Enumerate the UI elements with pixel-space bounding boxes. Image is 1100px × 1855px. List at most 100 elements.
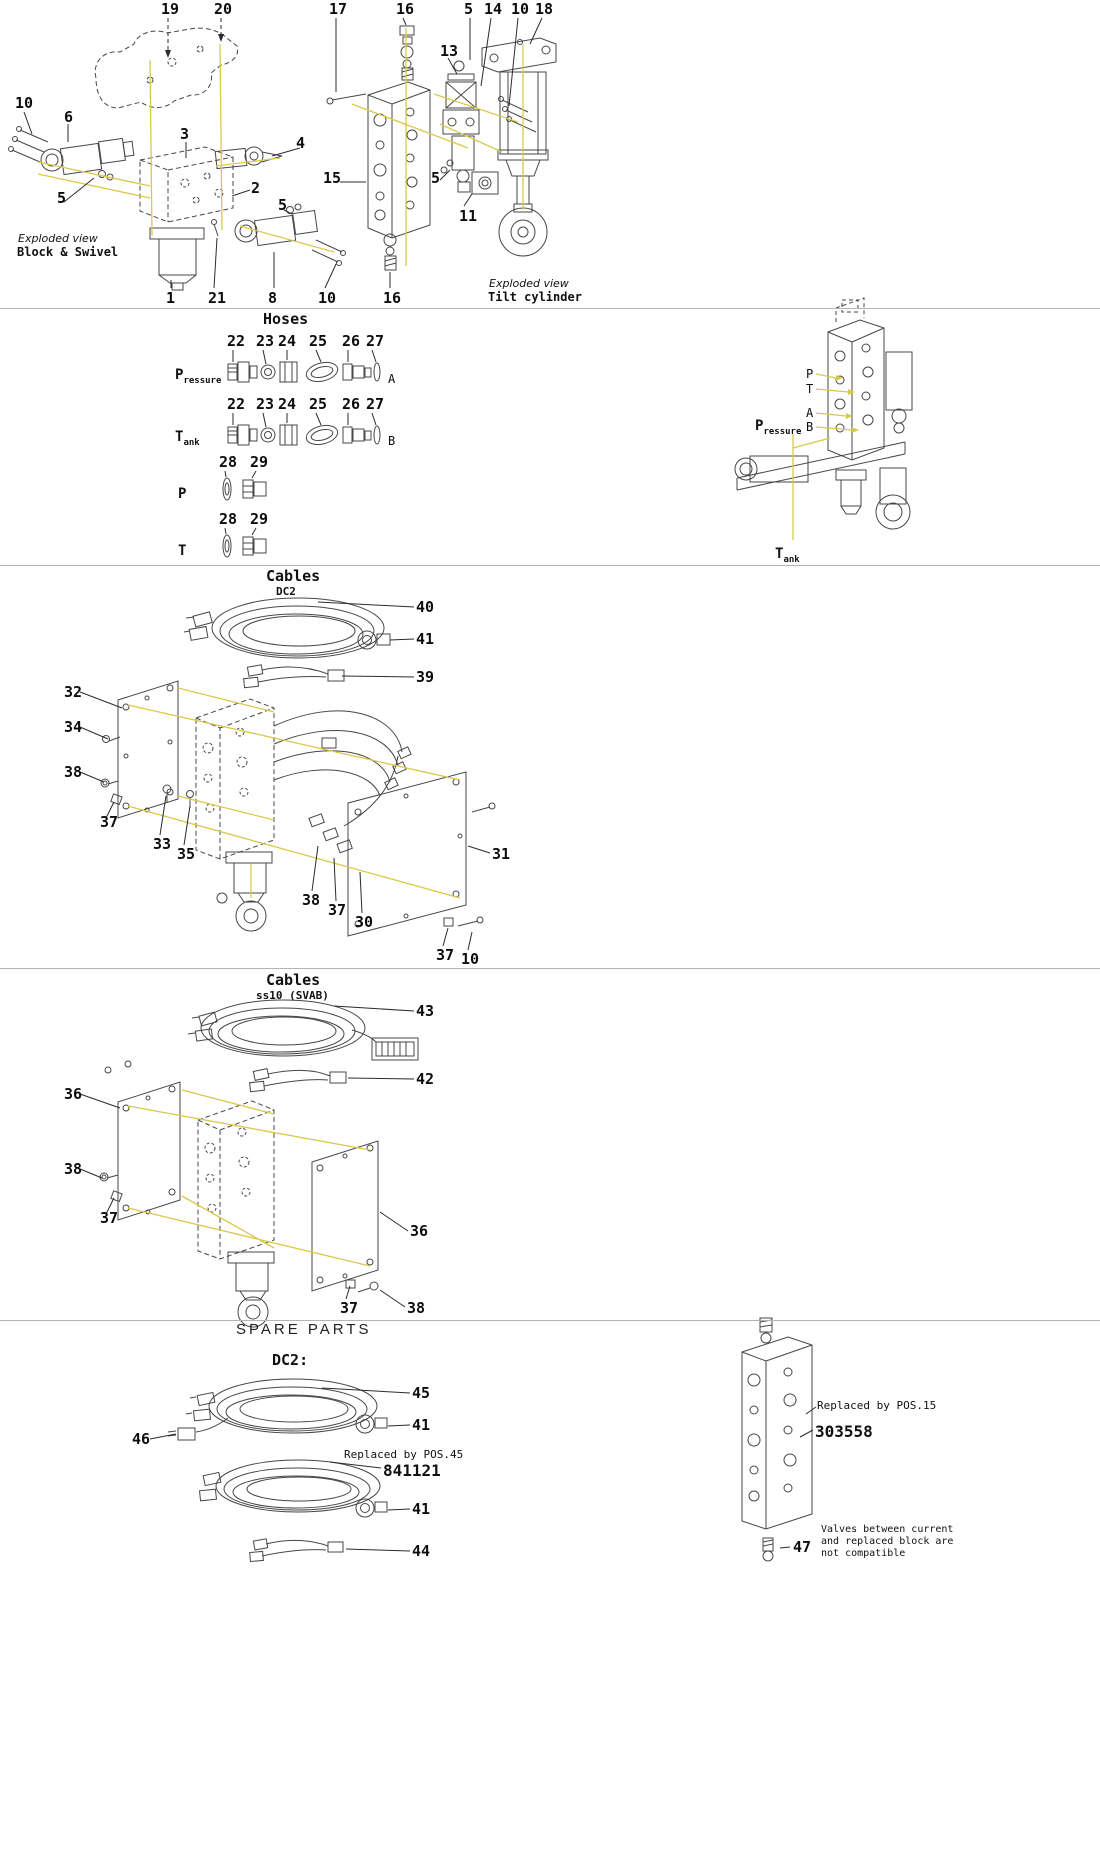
part-label-29: 29 — [250, 453, 269, 471]
part-label-5: 5 — [431, 169, 441, 187]
part-label-41: 41 — [412, 1416, 431, 1434]
section-divider-3 — [0, 968, 1100, 969]
part-label-35: 35 — [177, 845, 196, 863]
part-label-42: 42 — [416, 1070, 435, 1088]
part-label-5: 5 — [278, 196, 288, 214]
hoses-title: Hoses — [263, 310, 309, 328]
label-pressure-row: Pressure — [175, 366, 222, 386]
part-label-41: 41 — [412, 1500, 431, 1518]
caption-exploded-view-left: Exploded view — [18, 232, 98, 245]
part-label-15: 15 — [323, 169, 342, 187]
part-label-47: 47 — [793, 1538, 812, 1556]
part-label-1: 1 — [166, 289, 176, 307]
part-label-13: 13 — [440, 42, 459, 60]
part-label-10: 10 — [318, 289, 337, 307]
part-label-19: 19 — [161, 0, 180, 18]
part-label-B: B — [388, 434, 396, 448]
part-label-21: 21 — [208, 289, 227, 307]
part-label-16: 16 — [396, 0, 415, 18]
part-label-28: 28 — [219, 510, 238, 528]
part-label-26: 26 — [342, 395, 361, 413]
label-pressure-right-sub: ressure — [763, 427, 802, 437]
part-label-38: 38 — [407, 1299, 426, 1317]
label-pressure-right: Pressure — [755, 417, 802, 437]
part-label-37: 37 — [340, 1299, 359, 1317]
part-label-34: 34 — [64, 718, 83, 736]
part-label-37: 37 — [328, 901, 347, 919]
part-label-32: 32 — [64, 683, 83, 701]
replaced-by-pos15-note: Replaced by POS.15 — [817, 1399, 937, 1412]
part-label-4: 4 — [296, 134, 306, 152]
replaced-by-pos45-note: Replaced by POS.45 — [344, 1448, 464, 1461]
part-label-2: 2 — [251, 179, 261, 197]
part-label-23: 23 — [256, 395, 275, 413]
cables-dc2-subtitle: DC2 — [276, 585, 296, 598]
caption-tilt-cylinder: Tilt cylinder — [488, 290, 582, 304]
section-divider-2 — [0, 565, 1100, 566]
label-tank-row: Tank — [175, 428, 200, 448]
part-label-22: 22 — [227, 395, 246, 413]
part-label-6: 6 — [64, 108, 74, 126]
part-label-44: 44 — [412, 1542, 431, 1560]
label-tank-right-sub: ank — [783, 555, 800, 565]
label-pressure-big: P — [175, 367, 184, 383]
caption-exploded-view-right: Exploded view — [489, 277, 569, 290]
label-tank-big: T — [175, 429, 184, 445]
cables-dc2-title: Cables — [266, 567, 321, 585]
section-divider-4 — [0, 1320, 1100, 1321]
part-label-B: B — [806, 420, 814, 434]
part-label-27: 27 — [366, 332, 385, 350]
part-label-25: 25 — [309, 395, 328, 413]
part-label-36: 36 — [410, 1222, 429, 1240]
part-label-37: 37 — [100, 1209, 119, 1227]
compatibility-note-line3: not compatible — [821, 1548, 906, 1559]
part-label-26: 26 — [342, 332, 361, 350]
part-label-29: 29 — [250, 510, 269, 528]
label-p-row: P — [178, 486, 187, 502]
part-label-39: 39 — [416, 668, 435, 686]
part-label-A: A — [388, 372, 396, 386]
part-label-16: 16 — [383, 289, 402, 307]
compatibility-note-line1: Valves between current — [821, 1524, 954, 1535]
part-label-24: 24 — [278, 332, 297, 350]
label-tank-right: Tank — [775, 545, 800, 565]
part-label-37: 37 — [100, 813, 119, 831]
part-label-38: 38 — [64, 763, 83, 781]
part-label-8: 8 — [268, 289, 278, 307]
part-label-25: 25 — [309, 332, 328, 350]
cables-svab-subtitle: ss10 (SVAB) — [256, 989, 329, 1002]
section-divider-1 — [0, 308, 1100, 309]
part-label-20: 20 — [214, 0, 233, 18]
part-number-303558: 303558 — [815, 1422, 873, 1441]
spare-parts-title: SPARE PARTS — [236, 1321, 372, 1338]
part-label-5: 5 — [464, 0, 474, 18]
part-label-A: A — [806, 406, 814, 420]
part-label-30: 30 — [355, 913, 374, 931]
part-label-40: 40 — [416, 598, 435, 616]
label-tank-right-big: T — [775, 546, 784, 562]
part-label-45: 45 — [412, 1384, 431, 1402]
part-label-33: 33 — [153, 835, 172, 853]
part-label-46: 46 — [132, 1430, 151, 1448]
part-number-841121: 841121 — [383, 1461, 441, 1480]
part-label-18: 18 — [535, 0, 554, 18]
label-pressure-sub: ressure — [183, 376, 222, 386]
part-label-17: 17 — [329, 0, 348, 18]
part-label-27: 27 — [366, 395, 385, 413]
spare-dc2-heading: DC2: — [272, 1351, 309, 1369]
part-label-38: 38 — [302, 891, 321, 909]
part-label-3: 3 — [180, 125, 190, 143]
part-label-22: 22 — [227, 332, 246, 350]
part-label-11: 11 — [459, 207, 478, 225]
part-label-41: 41 — [416, 630, 435, 648]
label-pressure-right-big: P — [755, 418, 764, 434]
part-label-14: 14 — [484, 0, 503, 18]
cables-svab-title: Cables — [266, 971, 321, 989]
part-label-23: 23 — [256, 332, 275, 350]
compatibility-note-line2: and replaced block are — [821, 1536, 954, 1547]
part-label-43: 43 — [416, 1002, 435, 1020]
part-label-38: 38 — [64, 1160, 83, 1178]
part-label-T: T — [806, 382, 814, 396]
part-label-P: P — [806, 367, 814, 381]
